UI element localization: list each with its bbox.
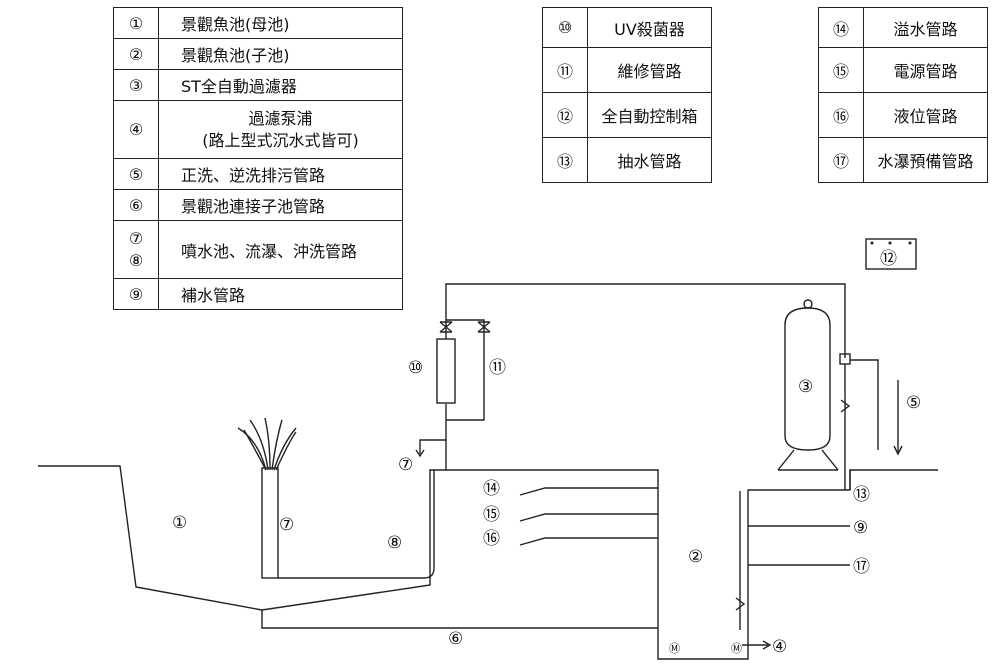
arrow-icon [415,449,425,458]
legend-label: 景觀池連接子池管路 [158,189,403,221]
legend-num: ⑤ [113,158,159,190]
legend-label: 全自動控制箱 [587,92,712,138]
legend-label-line2: (路上型式沉水式皆可) [202,130,359,150]
legend-row-13: ⑬ 抽水管路 [542,137,712,183]
legend-num: ⑯ [818,92,864,138]
motor-icon: Ⓜ [731,642,742,655]
fountain-label: ⑦ [279,515,294,535]
legend-row-12: ⑫ 全自動控制箱 [542,92,712,138]
uv-sterilizer-icon [436,338,456,404]
legend-row-17: ⑰ 水瀑預備管路 [818,137,988,183]
legend-table-left: ① 景觀魚池(母池) ② 景觀魚池(子池) ③ ST全自動過濾器 ④ 過濾泵浦 … [113,7,403,310]
legend-table-right: ⑭ 溢水管路 ⑮ 電源管路 ⑯ 液位管路 ⑰ 水瀑預備管路 [818,7,988,183]
filter-label: ③ [798,377,813,397]
filter-tank-icon [777,299,839,471]
pool-2-label: ② [688,547,703,567]
fountain-icon [237,417,297,579]
legend-label: 過濾泵浦 (路上型式沉水式皆可) [158,100,403,159]
overflow-label: ⑭ [483,479,500,499]
legend-num: ⑪ [542,47,588,93]
drain-line-pipe [850,359,879,450]
legend-num: ③ [113,69,159,101]
legend-label: 電源管路 [863,47,988,93]
legend-row-11: ⑪ 維修管路 [542,47,712,93]
bypass-pipe [446,319,485,421]
legend-row-7: ⑦ ⑧ 噴水池、流瀑、沖洗管路 [113,220,403,279]
legend-table-middle: ⑩ UV殺菌器 ⑪ 維修管路 ⑫ 全自動控制箱 ⑬ 抽水管路 [542,7,712,183]
wash-branch-pipe [419,439,446,454]
legend-row-1: ① 景觀魚池(母池) [113,7,403,39]
power-label: ⑮ [483,505,500,525]
legend-num-a: ⑦ [128,228,144,248]
suction-label: ⑬ [853,485,870,505]
legend-row-4: ④ 過濾泵浦 (路上型式沉水式皆可) [113,100,403,159]
control-box-label: ⑫ [880,249,897,269]
level-label: ⑯ [483,529,500,549]
legend-row-3: ③ ST全自動過濾器 [113,69,403,101]
waterfall-label: ⑰ [853,557,870,577]
legend-num: ⑦ ⑧ [113,220,159,279]
legend-row-6: ⑥ 景觀池連接子池管路 [113,189,403,221]
legend-row-8: ⑨ 補水管路 [113,278,403,310]
uv-label: ⑩ [408,358,423,378]
check-valve-icon [840,399,851,413]
overflow-pipe [519,487,658,496]
makeup-label: ⑨ [853,518,868,538]
pool-1-label: ① [172,513,187,533]
connect-label: ⑥ [448,629,463,649]
wash-label: ⑦ [398,455,413,475]
wash-pipe-label: ⑧ [387,533,402,553]
legend-row-10: ⑩ UV殺菌器 [542,7,712,48]
legend-label: 噴水池、流瀑、沖洗管路 [158,220,403,279]
fountain-supply-pipe [278,470,435,579]
legend-num: ④ [113,100,159,159]
pump-label: ④ [772,637,787,657]
legend-num: ② [113,38,159,70]
bypass-label: ⑪ [489,358,506,378]
legend-label: 水瀑預備管路 [863,137,988,183]
arrow-icon [762,640,772,650]
motor-icon: Ⓜ [669,642,680,655]
legend-num: ⑭ [818,7,864,48]
suction-pipe [739,470,851,630]
legend-num: ⑨ [113,278,159,310]
top-loop-pipe [445,283,846,358]
legend-num: ⑰ [818,137,864,183]
legend-num-b: ⑧ [128,250,144,270]
control-box-icon [865,238,917,270]
legend-label: 景觀魚池(母池) [158,7,403,39]
legend-label-line1: 過濾泵浦 [248,108,313,128]
legend-label: 補水管路 [158,278,403,310]
legend-row-16: ⑯ 液位管路 [818,92,988,138]
valve-icon [439,321,491,333]
control-box-dots [870,241,912,245]
legend-num: ⑫ [542,92,588,138]
power-pipe [519,513,658,522]
legend-label: 液位管路 [863,92,988,138]
level-pipe [519,537,658,546]
legend-label: 抽水管路 [587,137,712,183]
check-valve-icon [735,597,746,611]
legend-num: ⑩ [542,7,588,48]
legend-label: 維修管路 [587,47,712,93]
arrow-icon [893,445,903,456]
drain-pipe [261,610,658,629]
legend-label: ST全自動過濾器 [158,69,403,101]
drain-label: ⑤ [906,393,921,413]
legend-num: ① [113,7,159,39]
